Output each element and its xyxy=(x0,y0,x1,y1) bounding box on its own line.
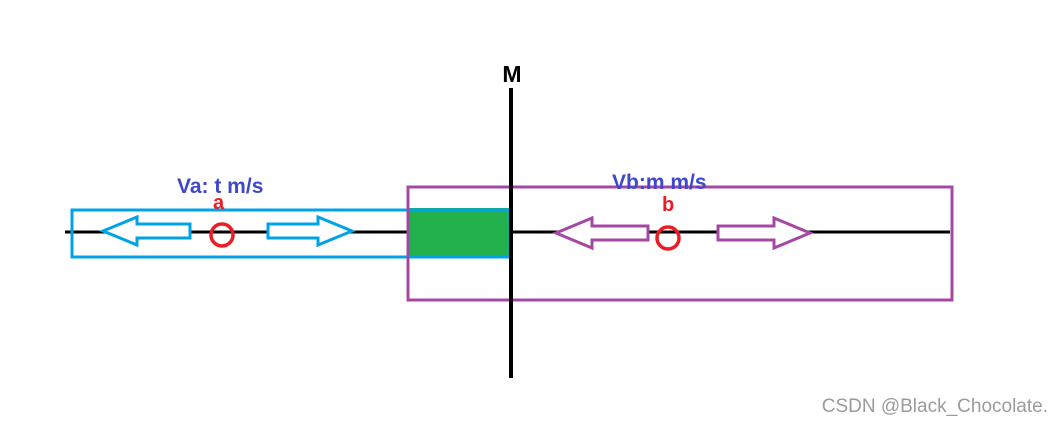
arrow-right-blue-icon xyxy=(266,214,356,248)
arrow-left-purple-icon xyxy=(552,215,650,251)
arrow-right-purple-icon xyxy=(716,215,814,251)
midline-label: M xyxy=(502,61,521,87)
velocity-a-label: Va: t m/s xyxy=(177,175,263,198)
watermark-text: CSDN @Black_Chocolate. xyxy=(822,396,1048,417)
object-b-label: b xyxy=(662,194,674,216)
velocity-b-label: Vb:m m/s xyxy=(612,171,707,194)
object-a-circle xyxy=(209,222,235,248)
object-b-circle xyxy=(655,225,681,251)
purple-region-b xyxy=(406,185,954,302)
arrow-left-blue-icon xyxy=(99,214,192,248)
green-overlap-region xyxy=(409,208,510,257)
object-a-label: a xyxy=(213,192,225,214)
